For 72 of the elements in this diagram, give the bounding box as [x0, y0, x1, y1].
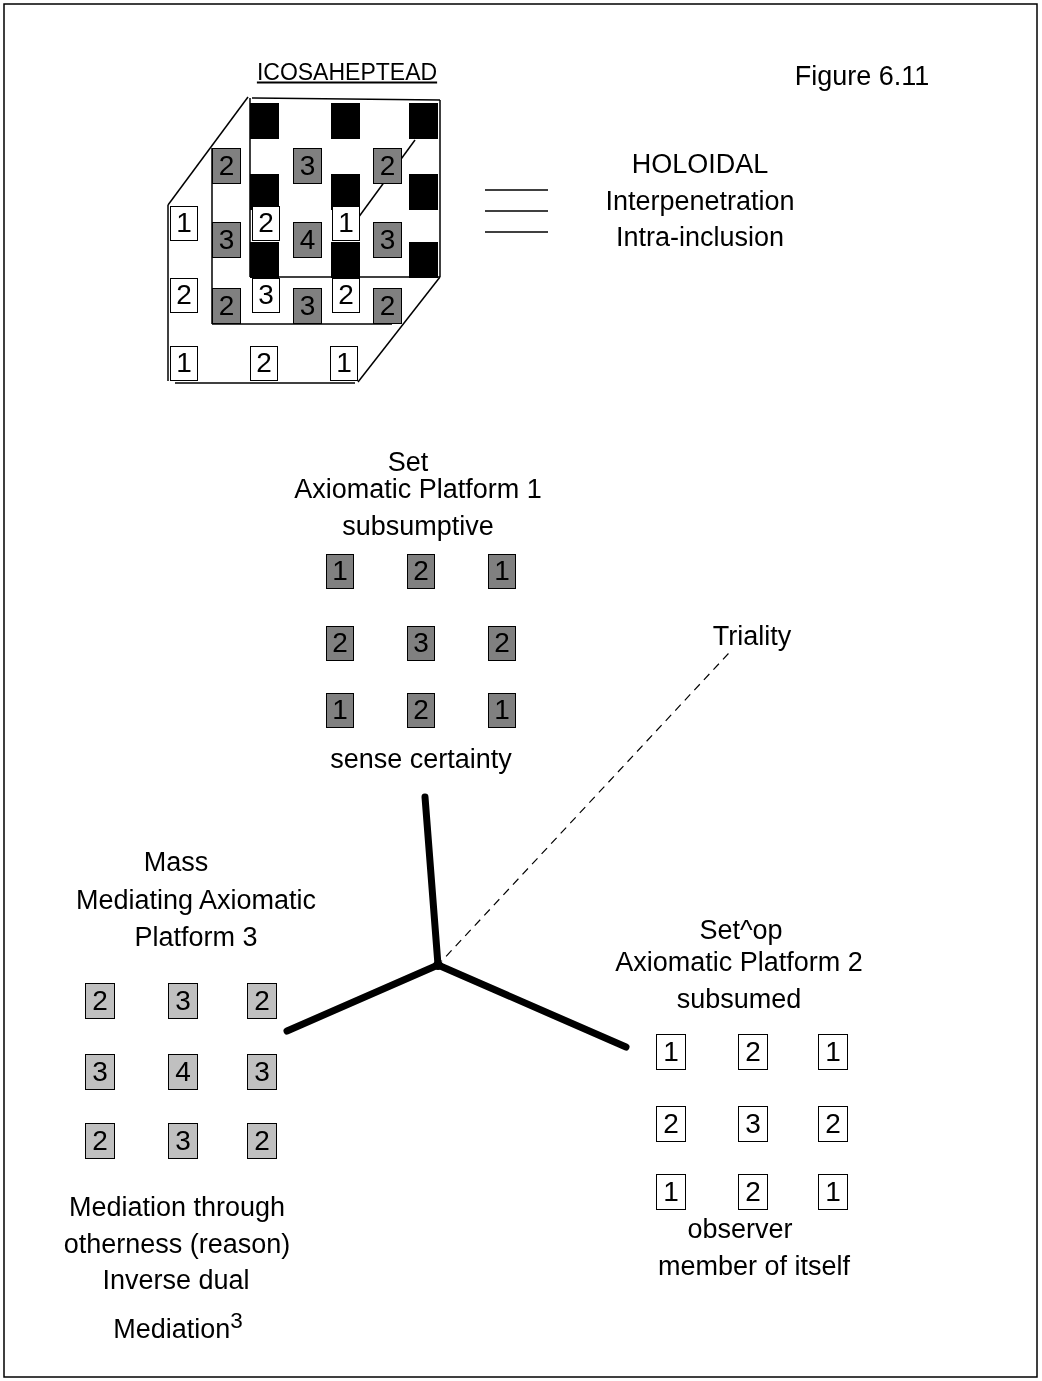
figure-number: Figure 6.11 — [794, 60, 930, 92]
axis-label: Triality — [712, 620, 792, 652]
number-tile: 2 — [326, 626, 354, 661]
platform-label: subsumed — [676, 983, 802, 1015]
number-tile: 2 — [332, 278, 360, 313]
number-tile: 3 — [247, 1054, 277, 1090]
number-tile: 3 — [293, 288, 322, 324]
leader-line — [440, 652, 730, 962]
caption-text: Intra-inclusion — [615, 221, 785, 253]
number-tile: 1 — [656, 1034, 686, 1070]
number-tile: 1 — [818, 1034, 848, 1070]
filled-square — [409, 174, 438, 210]
platform-label: subsumptive — [342, 510, 494, 542]
number-tile: 3 — [168, 983, 198, 1019]
number-tile: 1 — [330, 346, 358, 381]
number-tile: 3 — [407, 626, 435, 661]
number-tile: 2 — [738, 1174, 768, 1210]
number-tile: 3 — [212, 222, 241, 258]
caption-text: Inverse dual — [102, 1264, 250, 1296]
number-tile: 3 — [85, 1054, 115, 1090]
number-tile: 1 — [818, 1174, 848, 1210]
platform-label: Mass — [143, 846, 209, 878]
number-tile: 1 — [488, 693, 516, 728]
number-tile: 2 — [247, 1123, 277, 1159]
caption-text: Interpenetration — [605, 185, 795, 217]
number-tile: 1 — [332, 206, 360, 241]
platform-label: Axiomatic Platform 2 — [615, 946, 863, 978]
number-tile: 1 — [326, 554, 354, 589]
number-tile: 3 — [738, 1106, 768, 1142]
caption-text: HOLOIDAL — [631, 148, 769, 180]
number-tile: 2 — [738, 1034, 768, 1070]
number-tile: 4 — [168, 1054, 198, 1090]
filled-square — [250, 103, 279, 139]
number-tile: 1 — [170, 346, 198, 381]
number-tile: 2 — [212, 148, 241, 184]
number-tile: 2 — [373, 148, 402, 184]
platform-label: sense certainty — [330, 743, 512, 775]
number-tile: 3 — [168, 1123, 198, 1159]
caption-text: observer — [687, 1213, 793, 1245]
number-tile: 1 — [488, 554, 516, 589]
number-tile: 2 — [247, 983, 277, 1019]
junction-dot — [433, 960, 443, 970]
number-tile: 2 — [407, 554, 435, 589]
number-tile: 3 — [373, 222, 402, 258]
number-tile: 1 — [326, 693, 354, 728]
number-tile: 2 — [488, 626, 516, 661]
number-tile: 4 — [293, 222, 322, 258]
number-tile: 2 — [818, 1106, 848, 1142]
caption-text: Mediation through otherness (reason) — [62, 1191, 292, 1261]
platform-label: Set^op — [699, 914, 783, 946]
filled-square — [409, 242, 438, 278]
number-tile: 2 — [407, 693, 435, 728]
number-tile: 2 — [85, 1123, 115, 1159]
number-tile: 2 — [212, 288, 241, 324]
cube-caption: ICOSAHEPTEAD — [256, 58, 438, 86]
number-tile: 2 — [252, 206, 280, 241]
number-tile: 1 — [170, 206, 198, 241]
number-tile: 2 — [656, 1106, 686, 1142]
caption-text: member of itself — [657, 1250, 851, 1282]
filled-square — [409, 103, 438, 139]
number-tile: 3 — [293, 148, 322, 184]
number-tile: 2 — [170, 278, 198, 313]
filled-square — [331, 103, 360, 139]
filled-square — [250, 242, 279, 278]
platform-label: Mediating Axiomatic Platform 3 — [74, 884, 318, 954]
number-tile: 2 — [85, 983, 115, 1019]
number-tile: 2 — [250, 346, 278, 381]
number-tile: 2 — [373, 288, 402, 324]
caption-text: Mediation$^{3}$ — [113, 1307, 243, 1345]
number-tile: 3 — [252, 278, 280, 313]
filled-square — [331, 242, 360, 278]
number-tile: 1 — [656, 1174, 686, 1210]
